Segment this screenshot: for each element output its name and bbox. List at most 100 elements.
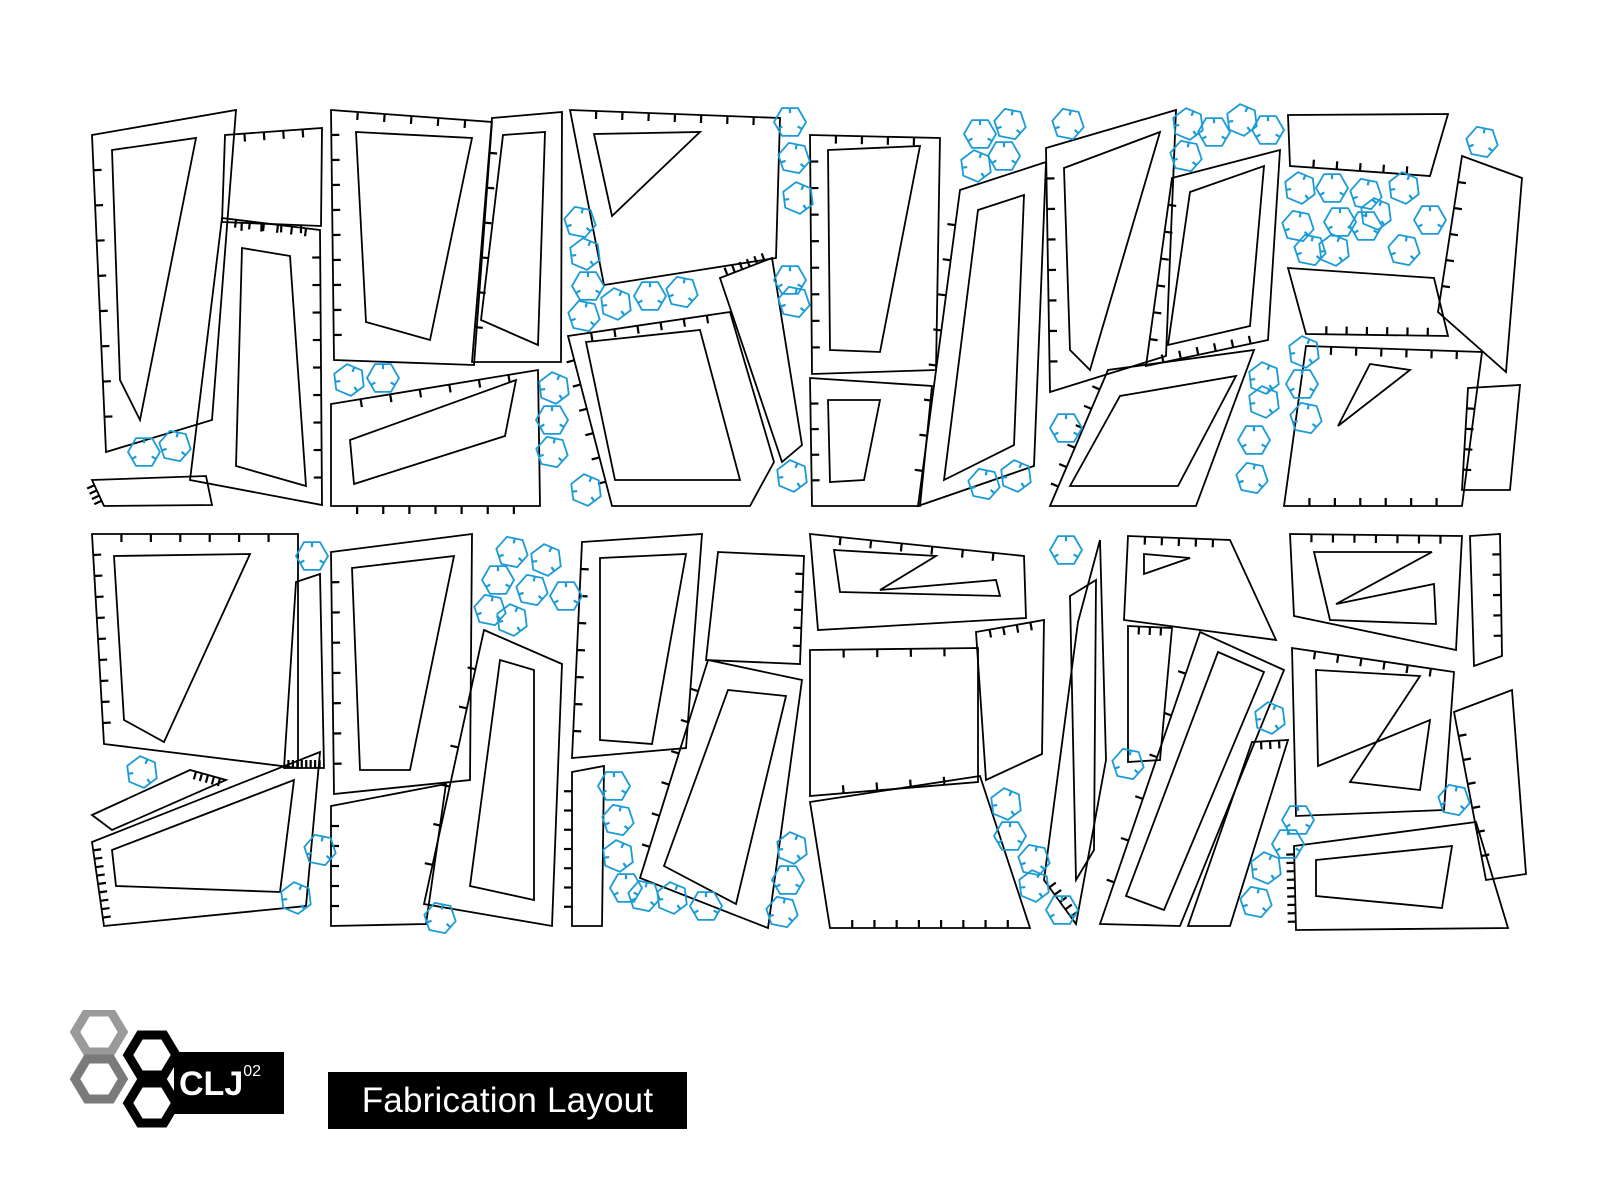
panel-tab (389, 394, 393, 403)
hexagon-notch (620, 310, 626, 316)
hexagon-outline (563, 205, 597, 239)
panel-tab (450, 744, 459, 749)
hexagon-notch (1186, 142, 1190, 148)
hexagon-connector (1289, 401, 1323, 435)
panel (1286, 267, 1450, 337)
panel (90, 769, 229, 832)
hexagon-notch (390, 381, 396, 386)
hexagon-outline (567, 299, 601, 333)
panel-outline (975, 618, 1045, 782)
hexagon-connector (990, 787, 1022, 821)
hexagon-notch (970, 485, 976, 490)
hexagon-notch (1017, 839, 1023, 844)
hexagon-outline (570, 271, 606, 301)
panel (1452, 688, 1527, 882)
panel-outline (1287, 113, 1450, 177)
hexagon-notch (1268, 854, 1273, 861)
hexagon-notch (794, 462, 799, 469)
panel-tab (1058, 462, 1068, 469)
panel (1144, 148, 1281, 368)
panel-outline (1127, 625, 1173, 763)
hexagon-outline (1437, 783, 1471, 817)
hexagon-outline (1172, 107, 1204, 141)
hexagon-notch (180, 451, 187, 456)
hexagon-notch (1309, 387, 1315, 392)
hexagon-notch (495, 615, 502, 620)
hexagon-notch (131, 455, 137, 460)
hexagon-outline (776, 831, 808, 865)
hexagon-notch (621, 789, 627, 794)
panel-outline (330, 368, 541, 507)
panel-tab (841, 785, 845, 794)
hexagon-notch (1036, 872, 1041, 879)
hexagon-outline (538, 371, 570, 405)
hexagon-outline (1288, 335, 1320, 369)
hexagon-notch (1378, 200, 1383, 207)
hexagon-notch (490, 596, 494, 602)
hexagon-connector (1284, 171, 1316, 205)
hexagon-connector (530, 543, 562, 577)
hexagon-outline (601, 803, 635, 837)
hexagon-notch (1302, 174, 1307, 181)
panel-tab (1441, 284, 1451, 289)
hexagon-notch (1296, 251, 1302, 256)
hexagon-notch (618, 806, 622, 812)
panel-tab (670, 749, 680, 755)
hexagon-outline (1169, 139, 1203, 173)
panel (809, 134, 941, 375)
hexagon-notch (1339, 191, 1345, 196)
hexagon-notch (1053, 553, 1059, 558)
panel-cutout (1312, 551, 1437, 625)
hexagon-notch (335, 380, 341, 383)
hexagon-notch (557, 457, 564, 462)
hexagon-notch (1256, 888, 1260, 894)
panel-tab (661, 781, 670, 786)
panel-tab (1091, 385, 1101, 391)
hexagon-notch (558, 394, 564, 400)
hexagon-notch (795, 883, 801, 888)
hexagon-notch (633, 891, 639, 896)
panel-tab (590, 332, 594, 341)
hexagon-notch (1020, 886, 1026, 889)
hexagon-notch (1172, 157, 1178, 162)
hexagon-outline (1235, 461, 1269, 495)
hexagon-notch (780, 159, 786, 164)
panel-tab (1312, 159, 1316, 168)
panel-tab (433, 822, 442, 827)
hexagon-notch (559, 423, 565, 428)
hexagon-notch (518, 591, 524, 596)
panel-tab (1212, 343, 1217, 352)
hexagon-connector (656, 881, 688, 915)
hexagon-notch (1133, 769, 1140, 774)
panel-tab (753, 255, 759, 265)
hexagon-notch (784, 198, 790, 201)
hexagon-connector (1280, 805, 1316, 835)
panel-cutout (1315, 844, 1454, 909)
hexagon-logo-icon (69, 1007, 284, 1128)
hexagon-notch (962, 166, 968, 169)
hexagon-connector (1314, 173, 1350, 203)
logo-text: CLJ02 (179, 1063, 262, 1103)
hexagon-notch (604, 856, 610, 859)
hexagon-outline (495, 535, 529, 569)
hexagon-notch (1256, 718, 1262, 721)
hexagon-outline (1254, 701, 1286, 735)
hexagon-notch (657, 299, 663, 304)
hexagon-connector (1048, 413, 1084, 443)
hexagon-outline (1284, 369, 1320, 399)
panel-outline (189, 216, 323, 507)
hexagon-outline (992, 821, 1028, 851)
hexagon-notch (552, 438, 556, 444)
panel-tab (1002, 627, 1006, 636)
hexagon-outline (770, 865, 806, 895)
hexagon-connector (665, 275, 699, 309)
hexagon-outline (777, 141, 811, 175)
hexagon-notch (1250, 378, 1256, 381)
hexagon-outline (1250, 851, 1282, 885)
hexagon-notch (1250, 402, 1256, 405)
panel-tab (489, 151, 498, 155)
hexagon-notch (575, 289, 581, 294)
hexagon-notch (799, 307, 806, 312)
hexagon-notch (637, 299, 643, 304)
panel-cutout (111, 136, 198, 423)
